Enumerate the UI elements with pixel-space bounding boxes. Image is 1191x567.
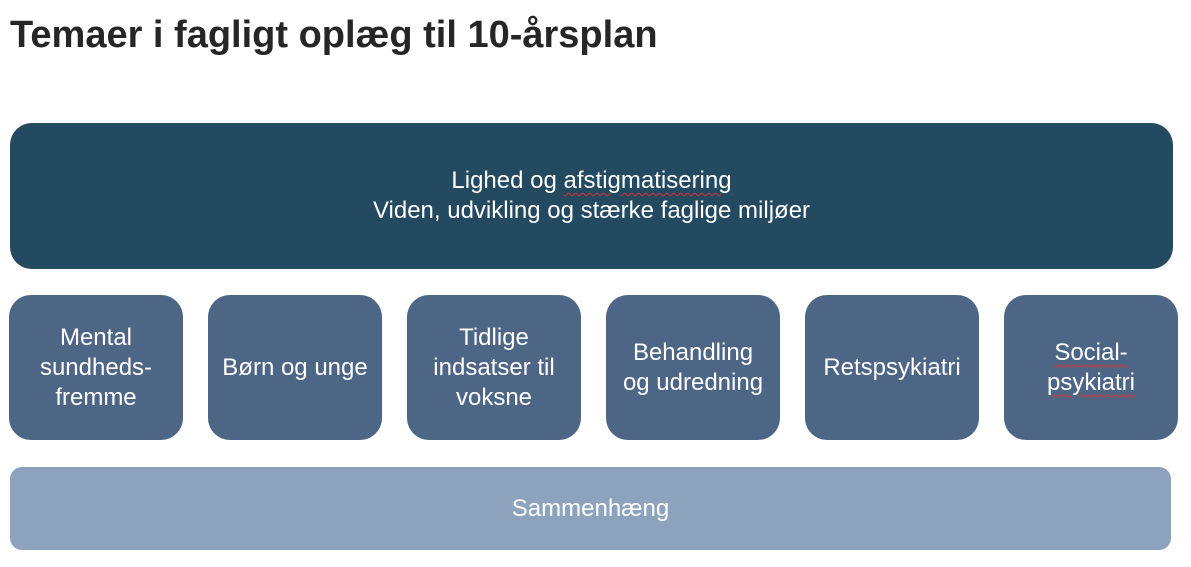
- top-theme-line-1: Lighed og afstigmatisering: [451, 166, 731, 196]
- top-theme-line-1-word: afstigmatisering: [563, 167, 732, 194]
- theme-label: Mental sundheds- fremme: [39, 323, 153, 411]
- theme-box-behandling: Behandling og udredning: [606, 295, 780, 440]
- theme-label: Børn og unge: [222, 353, 368, 381]
- theme-box-retspsykiatri: Retspsykiatri: [805, 295, 979, 440]
- top-theme-line-2: Viden, udvikling og stærke faglige miljø…: [372, 197, 811, 224]
- top-theme-box: Lighed og afstigmatisering Viden, udvikl…: [10, 123, 1173, 269]
- theme-label: Social- psykiatri: [1046, 338, 1136, 396]
- theme-box-tidlige-indsatser: Tidlige indsatser til voksne: [407, 295, 581, 440]
- theme-label: Tidlige indsatser til voksne: [433, 323, 555, 411]
- theme-box-mental-sundhedsfremme: Mental sundheds- fremme: [9, 295, 183, 440]
- theme-label: Behandling og udredning: [622, 338, 764, 396]
- bottom-theme-box: Sammenhæng: [10, 467, 1171, 550]
- theme-label: Retspsykiatri: [823, 353, 961, 381]
- theme-box-socialpsykiatri: Social- psykiatri: [1004, 295, 1178, 440]
- theme-box-boern-og-unge: Børn og unge: [208, 295, 382, 440]
- page-title: Temaer i fagligt oplæg til 10-årsplan: [10, 14, 658, 56]
- bottom-theme-label: Sammenhæng: [511, 494, 670, 522]
- top-theme-line-1-prefix: Lighed og: [451, 167, 564, 194]
